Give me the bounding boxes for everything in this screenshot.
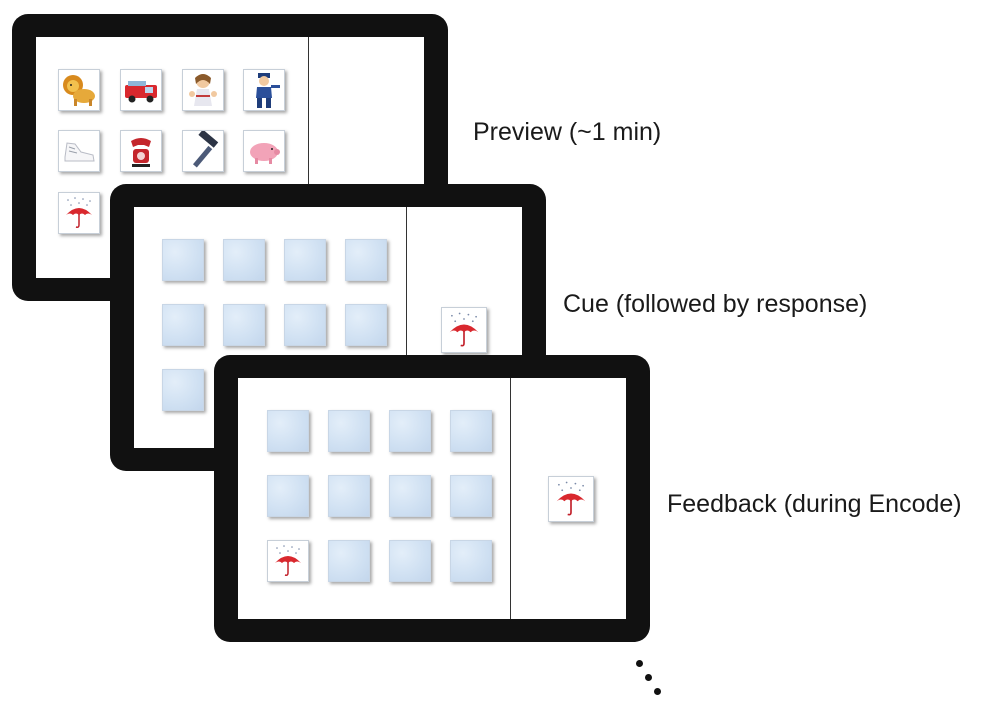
- tablet-preview: [12, 14, 448, 301]
- tablet-feedback: [214, 355, 650, 642]
- umbrella-icon: [267, 540, 309, 582]
- hammer-icon: [182, 130, 224, 172]
- fire-truck-icon: [120, 69, 162, 111]
- blank-card: [389, 475, 431, 517]
- blank-card: [450, 475, 492, 517]
- screen-feedback: [238, 378, 626, 619]
- blank-card: [328, 475, 370, 517]
- blank-card: [162, 304, 204, 346]
- ellipsis-dot: [645, 674, 652, 681]
- cue-umbrella-icon: [441, 307, 487, 353]
- blank-card: [389, 410, 431, 452]
- blank-card: [267, 475, 309, 517]
- blank-card: [389, 540, 431, 582]
- blank-card: [345, 239, 387, 281]
- blank-card: [223, 239, 265, 281]
- ellipsis-dot: [654, 688, 661, 695]
- blank-card: [345, 304, 387, 346]
- blank-card: [223, 304, 265, 346]
- caption-feedback: Feedback (during Encode): [667, 490, 962, 518]
- blank-card: [450, 410, 492, 452]
- blank-card: [162, 369, 204, 411]
- telephone-icon: [120, 130, 162, 172]
- blank-card: [267, 410, 309, 452]
- screen-preview: [36, 37, 424, 278]
- blank-card: [328, 540, 370, 582]
- blank-card: [284, 239, 326, 281]
- screen-divider: [308, 37, 309, 278]
- umbrella-icon: [58, 192, 100, 234]
- blank-card: [328, 410, 370, 452]
- shoe-icon: [58, 130, 100, 172]
- ellipsis-dot: [636, 660, 643, 667]
- doll-icon: [182, 69, 224, 111]
- blank-card: [450, 540, 492, 582]
- caption-cue: Cue (followed by response): [563, 290, 868, 318]
- lion-icon: [58, 69, 100, 111]
- blank-card: [284, 304, 326, 346]
- screen-divider: [406, 207, 407, 448]
- police-officer-icon: [243, 69, 285, 111]
- pig-icon: [243, 130, 285, 172]
- blank-card: [162, 239, 204, 281]
- feedback-umbrella-icon: [548, 476, 594, 522]
- caption-preview: Preview (~1 min): [473, 118, 662, 146]
- screen-divider: [510, 378, 511, 619]
